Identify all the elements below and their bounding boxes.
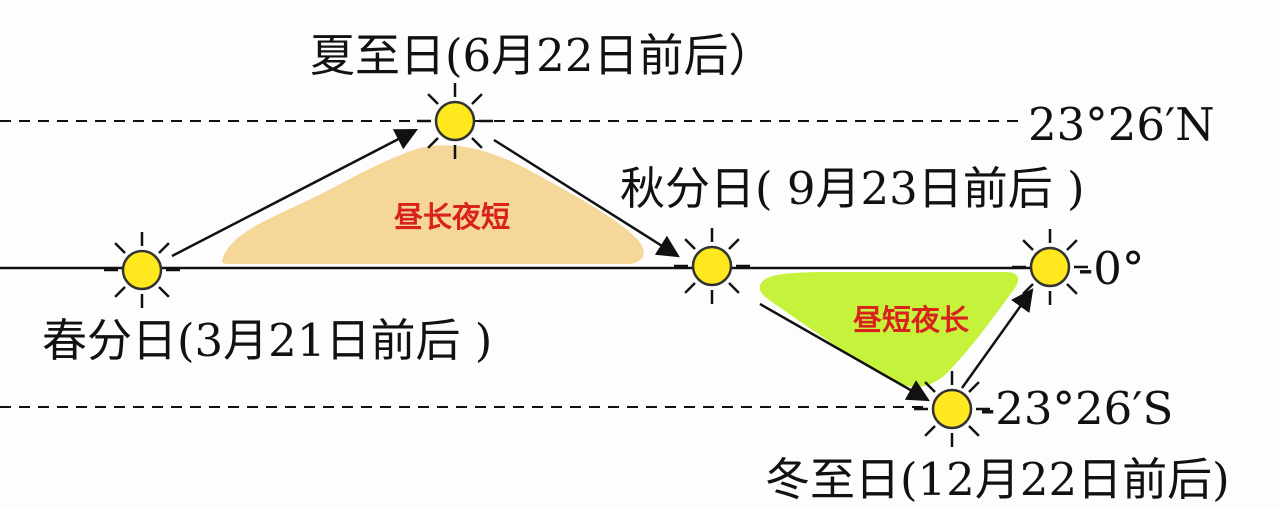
sun-ray	[1022, 283, 1034, 295]
sun-ray	[427, 137, 439, 149]
spring-equinox-label: 春分日(3月21日前后 )	[42, 314, 492, 367]
sun-ray	[114, 242, 126, 254]
sun-ray	[1066, 283, 1078, 295]
sun-icon	[674, 228, 750, 304]
sun-icon	[914, 371, 990, 447]
sun-ray	[968, 381, 980, 393]
latitude-south-label: -23°26′S	[980, 382, 1173, 435]
day-long-region	[221, 145, 644, 264]
sun-icon	[417, 83, 493, 159]
sun-ray	[968, 425, 980, 437]
sun-ray	[728, 238, 740, 250]
sun-ray	[471, 137, 483, 149]
sun-ray	[158, 242, 170, 254]
day-short-label: 昼短夜长	[853, 303, 970, 337]
sun-ray	[114, 286, 126, 298]
arrow-autumn-to-winter	[759, 302, 930, 402]
winter-solstice-label: 冬至日(12月22日前后)	[765, 453, 1230, 506]
sun-disc	[691, 245, 733, 287]
sun-icon	[104, 232, 180, 308]
sun-ray	[684, 282, 696, 294]
sun-ray	[728, 282, 740, 294]
summer-solstice-label: 夏至日(6月22日前后）	[310, 29, 773, 82]
sun-ray	[471, 93, 483, 105]
sun-ray	[924, 381, 936, 393]
sun-disc	[121, 249, 163, 291]
sun-ray	[924, 425, 936, 437]
arrow-spring-to-summer	[171, 128, 418, 258]
sun-ray	[1066, 239, 1078, 251]
sun-ray	[427, 93, 439, 105]
arrow-summer-to-autumn	[493, 138, 680, 258]
arrow-winter-to-spring	[960, 288, 1034, 389]
sun-ray	[158, 286, 170, 298]
sun-icon	[1012, 229, 1088, 305]
day-short-region	[759, 272, 1019, 387]
sun-disc	[434, 100, 476, 142]
sun-disc	[1029, 246, 1071, 288]
latitude-north-label: 23°26′N	[1028, 98, 1215, 151]
autumn-equinox-label: 秋分日( 9月23日前后 )	[620, 162, 1085, 215]
sun-ray	[1022, 239, 1034, 251]
day-long-label: 昼长夜短	[394, 200, 510, 234]
sun-ray	[684, 238, 696, 250]
sun-disc	[931, 388, 973, 430]
equator-latitude-label: -0°	[1078, 242, 1144, 295]
